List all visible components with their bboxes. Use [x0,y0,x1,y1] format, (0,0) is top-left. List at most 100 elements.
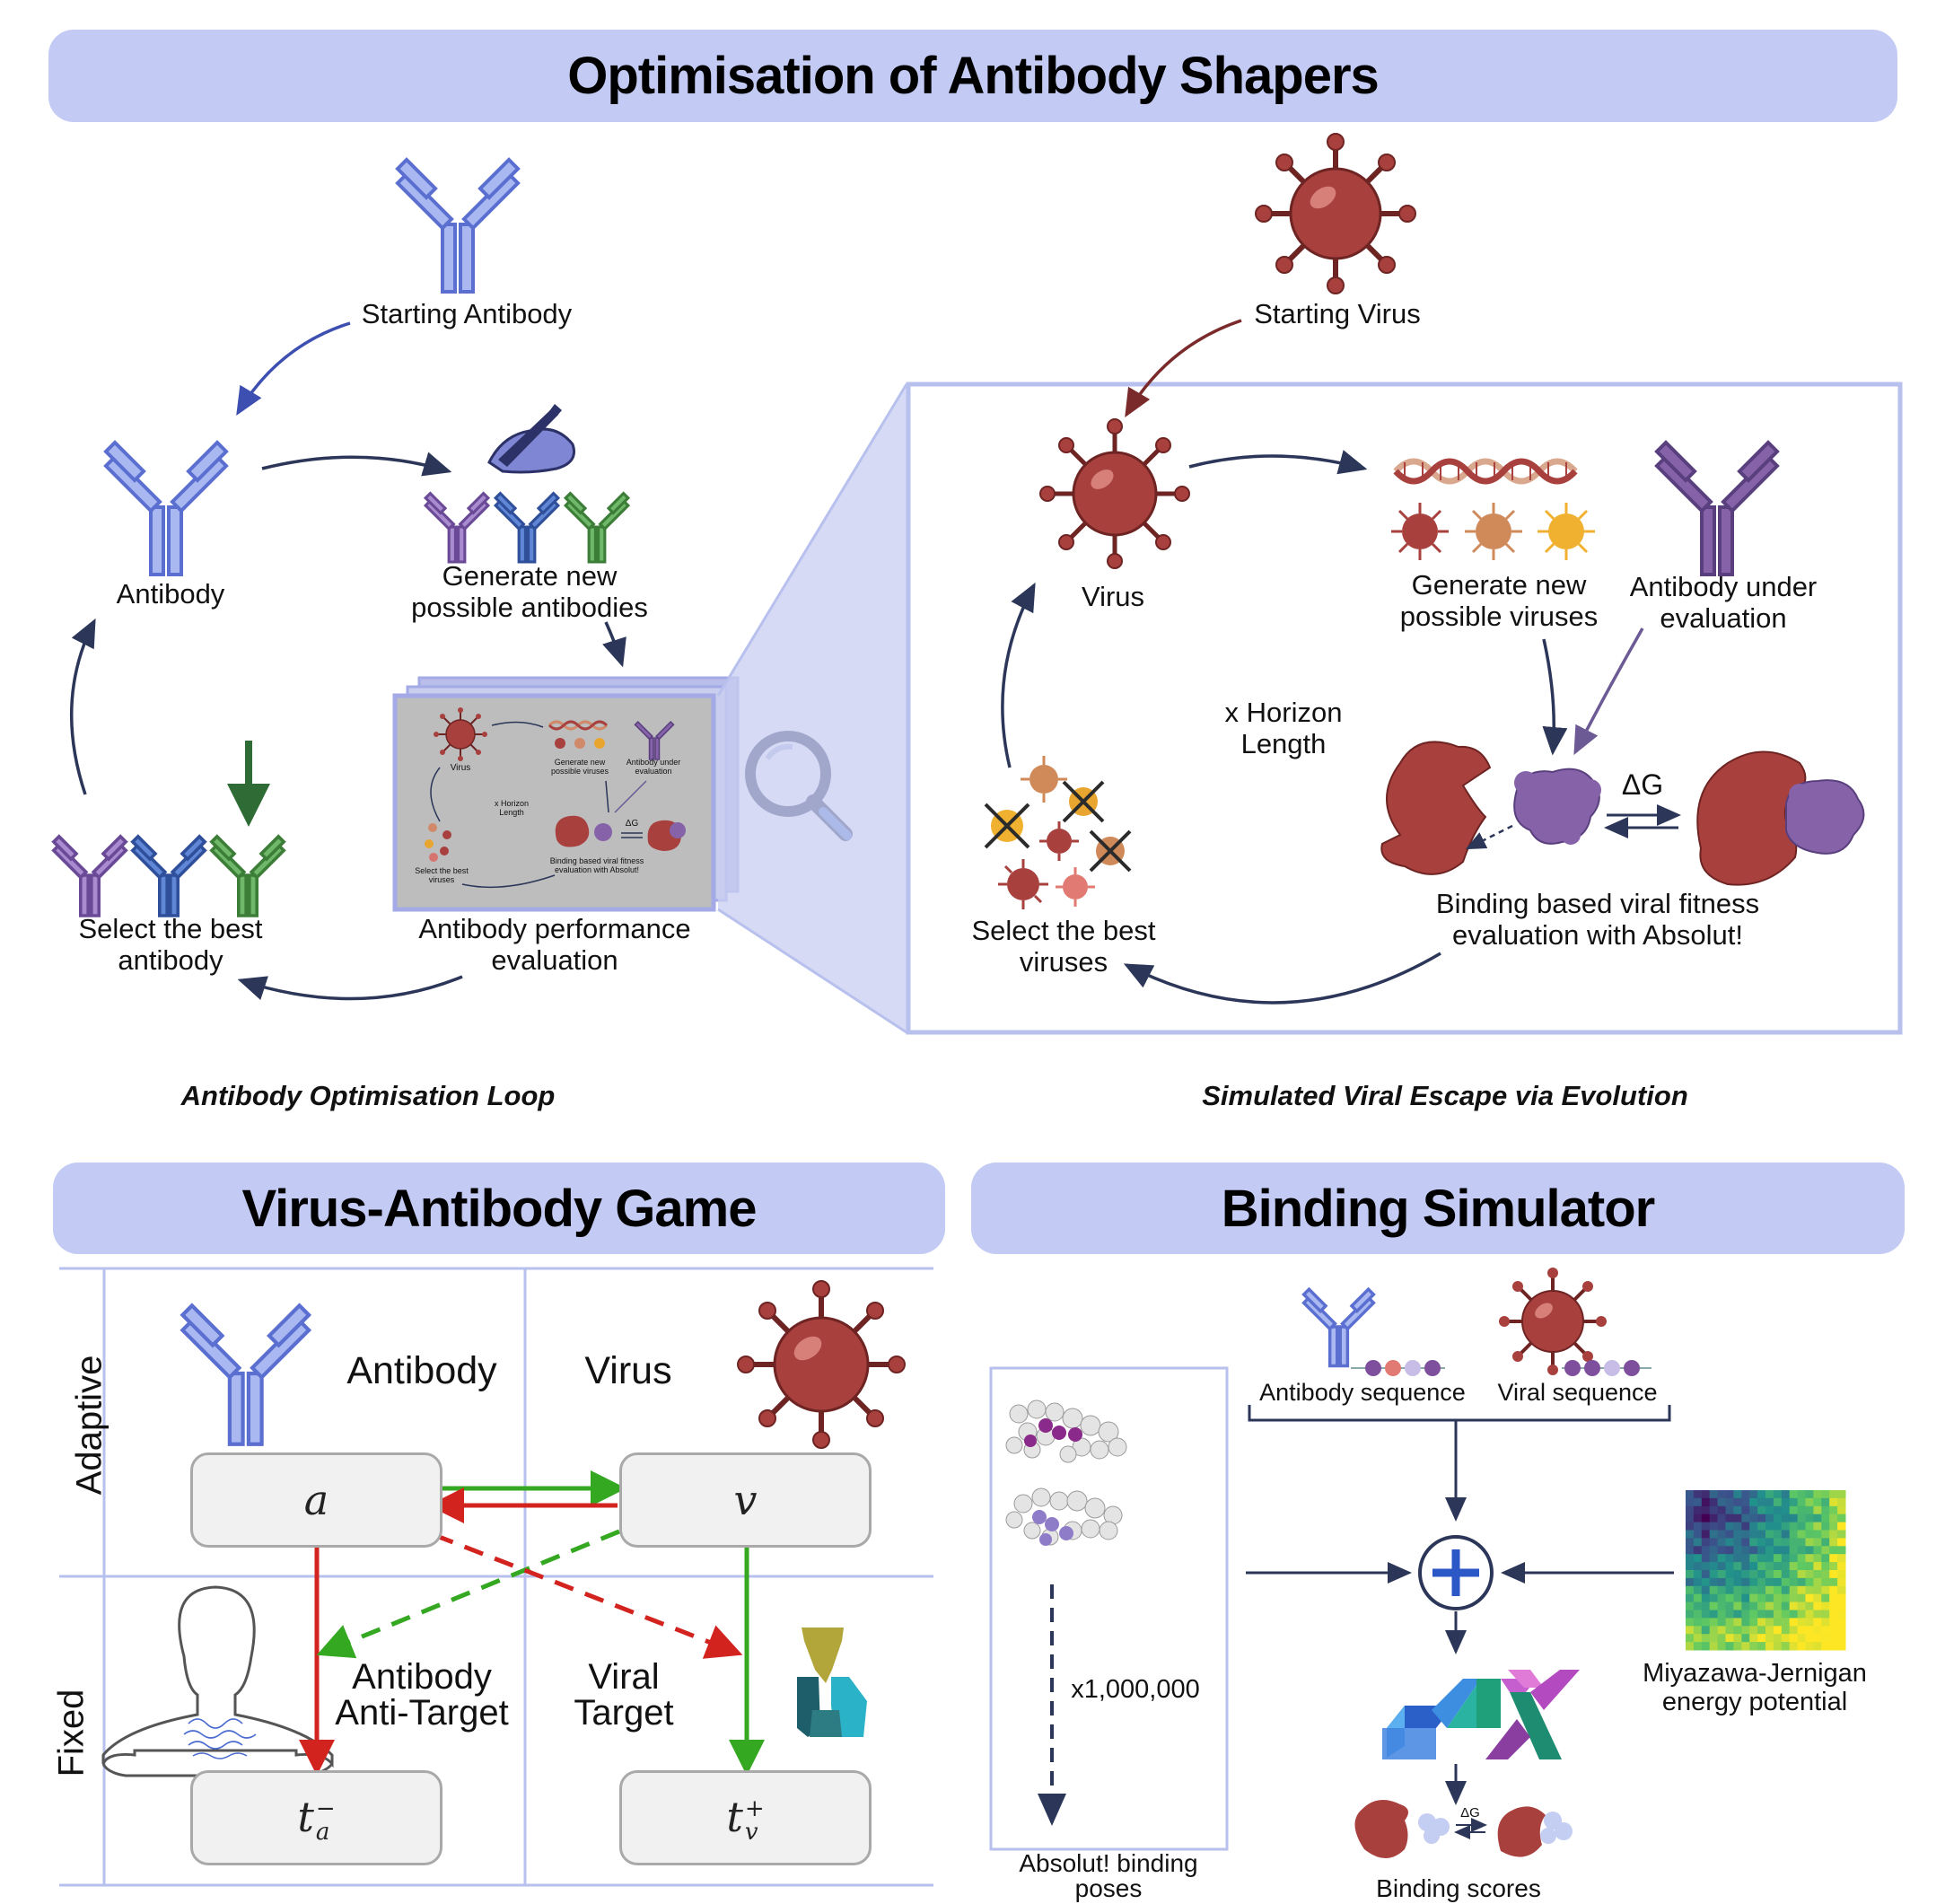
heatmap-cell [1701,1490,1711,1499]
heatmap-cell [1693,1497,1703,1507]
heatmap-cell [1749,1554,1758,1563]
virus-icon [1039,418,1190,569]
heatmap-cell [1733,1554,1742,1563]
heatmap-cell [1717,1570,1726,1579]
heatmap-cell [1837,1577,1846,1587]
heatmap-cell [1813,1634,1822,1643]
heatmap-cell [1709,1505,1719,1515]
heatmap-cell [1757,1570,1766,1579]
heatmap-cell [1701,1497,1711,1507]
heatmap-cell [1813,1514,1822,1523]
pen-hand-icon [487,404,575,474]
heatmap-cell [1725,1546,1734,1555]
arrow-antibody-to-binding [1573,627,1644,756]
node-v[interactable]: v [619,1452,872,1548]
binding-poses-label: Absolut! binding poses [1019,1849,1198,1902]
heatmap-cell [1821,1585,1830,1595]
heatmap-cell [1686,1634,1695,1643]
heatmap-cell [1837,1634,1846,1643]
heatmap-cell [1717,1634,1726,1643]
virus-label: Virus [1081,581,1145,612]
heatmap-cell [1829,1626,1838,1635]
heatmap-cell [1821,1490,1830,1499]
heatmap-cell [1829,1554,1838,1563]
heatmap-cell [1805,1577,1814,1587]
antibody-sequence-beads [1351,1360,1445,1376]
heatmap-cell [1749,1585,1758,1595]
heatmap-cell [1821,1530,1830,1539]
heatmap-cell [1765,1634,1774,1643]
heatmap-cell [1781,1554,1791,1563]
heatmap-cell [1789,1562,1799,1571]
heatmap-cell [1781,1562,1791,1571]
horizon-length-label: x Horizon Length [1224,697,1343,759]
binding-scores-label: Binding scores [1376,1874,1541,1902]
heatmap-cell [1709,1618,1719,1627]
heatmap-cell [1805,1610,1814,1619]
heatmap-cell [1701,1522,1711,1531]
heatmap-cell [1686,1626,1695,1635]
heatmap-cell [1797,1530,1806,1539]
arrow-start-to-antibody [236,321,351,417]
node-a[interactable]: a [190,1452,442,1548]
heatmap-cell [1709,1642,1719,1651]
heatmap-cell [1805,1497,1814,1507]
heatmap-cell [1773,1505,1783,1515]
arrow-eval-to-select [237,975,463,1001]
heatmap-cell [1813,1626,1822,1635]
heatmap-cell [1733,1634,1742,1643]
heatmap-cell [1717,1626,1726,1635]
heatmap-cell [1829,1601,1838,1610]
heatmap-cell [1765,1562,1774,1571]
mini-virus-variants [555,738,605,749]
heatmap-cell [1701,1610,1711,1619]
heatmap-cell [1749,1601,1758,1610]
viral-target-label: Viral Target [574,1657,674,1733]
heatmap-cell [1837,1546,1846,1555]
heatmap-cell [1781,1514,1791,1523]
heatmap-cell [1709,1522,1719,1531]
heatmap-cell [1741,1522,1750,1531]
heatmap-cell [1821,1634,1830,1643]
heatmap-cell [1717,1505,1726,1515]
heatmap-cell [1701,1546,1711,1555]
heatmap-cell [1813,1530,1822,1539]
heatmap-cell [1686,1538,1695,1547]
heatmap-cell [1701,1593,1711,1603]
heatmap-cell [1757,1490,1766,1499]
heatmap-cell [1709,1570,1719,1579]
heatmap-cell [1733,1490,1742,1499]
starting-virus-label: Starting Virus [1254,298,1421,329]
heatmap-cell [1781,1546,1791,1555]
sequence-bracket [1248,1405,1671,1422]
node-ta[interactable]: t−a [190,1770,442,1865]
heatmap-cell [1797,1626,1806,1635]
heatmap-cell [1837,1490,1846,1499]
mini-virus-label: Virus [451,763,471,773]
heatmap-cell [1701,1642,1711,1651]
heatmap-cell [1829,1497,1838,1507]
heatmap-cell [1709,1562,1719,1571]
game-grid [59,1267,933,1887]
heatmap-cell [1837,1530,1846,1539]
viral-sequence-beads [1562,1360,1651,1376]
heatmap-cell [1741,1490,1750,1499]
performance-evaluation-label: Antibody performance evaluation [418,913,691,976]
node-tv[interactable]: t+v [619,1770,872,1865]
heatmap-cell [1765,1514,1774,1523]
heatmap-cell [1813,1577,1822,1587]
main-title-banner: Optimisation of Antibody Shapers [48,30,1897,122]
heatmap-cell [1749,1522,1758,1531]
heatmap-cell [1821,1570,1830,1579]
energy-potential-label: Miyazawa-Jernigan energy potential [1643,1659,1867,1717]
heatmap-cell [1757,1577,1766,1587]
heatmap-cell [1837,1618,1846,1627]
heatmap-cell [1821,1562,1830,1571]
mini-delta-g: ΔG [626,819,639,829]
heatmap-cell [1797,1554,1806,1563]
heatmap-cell [1693,1585,1703,1595]
heatmap-cell [1837,1497,1846,1507]
heatmap-cell [1797,1538,1806,1547]
heatmap-cell [1805,1593,1814,1603]
heatmap-cell [1733,1610,1742,1619]
